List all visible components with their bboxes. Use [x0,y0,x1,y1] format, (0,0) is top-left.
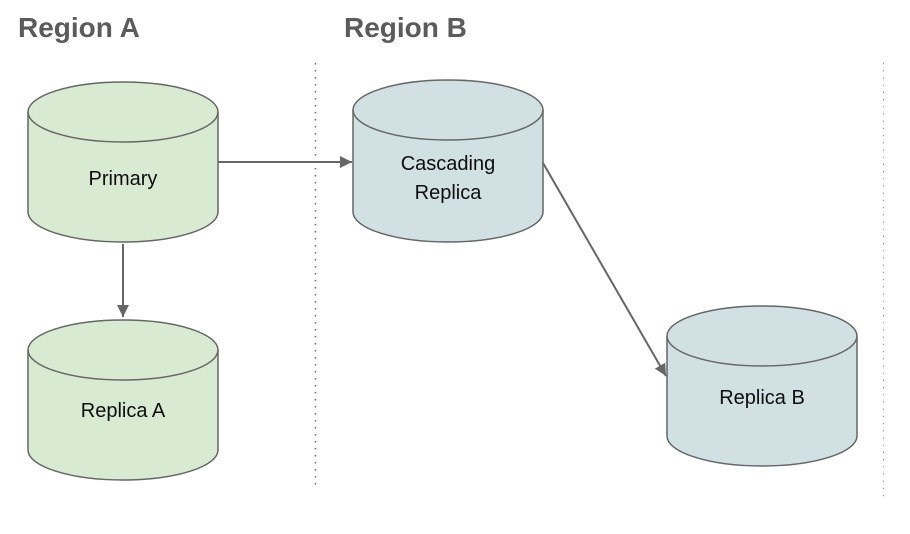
primary-node: Primary [27,81,219,243]
primary-cylinder-body [27,81,219,243]
replica-a-label: Replica A [81,400,166,422]
replica-a-node: Replica A [27,319,219,481]
replica-b-cylinder-rim [666,335,858,367]
primary-label: Primary [89,168,158,190]
replica-b-label: Replica B [719,387,805,409]
cascading-replica-node: Cascading Replica [352,79,544,243]
cascading-replica-cylinder-body [352,79,544,243]
region-b-label: Region B [344,12,467,43]
cascading-replica-label-line1: Cascading [401,153,496,175]
replica-b-node: Replica B [666,305,858,467]
replica-a-cylinder-body [27,319,219,481]
primary-cylinder-rim [27,111,219,143]
cascading-replica-label-line2: Replica [415,182,483,204]
arrow-cascading-replica-to-replica-b [542,162,667,377]
replica-a-cylinder-rim [27,349,219,381]
region-a-label: Region A [18,12,140,43]
cascading-replica-cylinder-rim [352,109,544,141]
replica-b-cylinder-body [666,305,858,467]
